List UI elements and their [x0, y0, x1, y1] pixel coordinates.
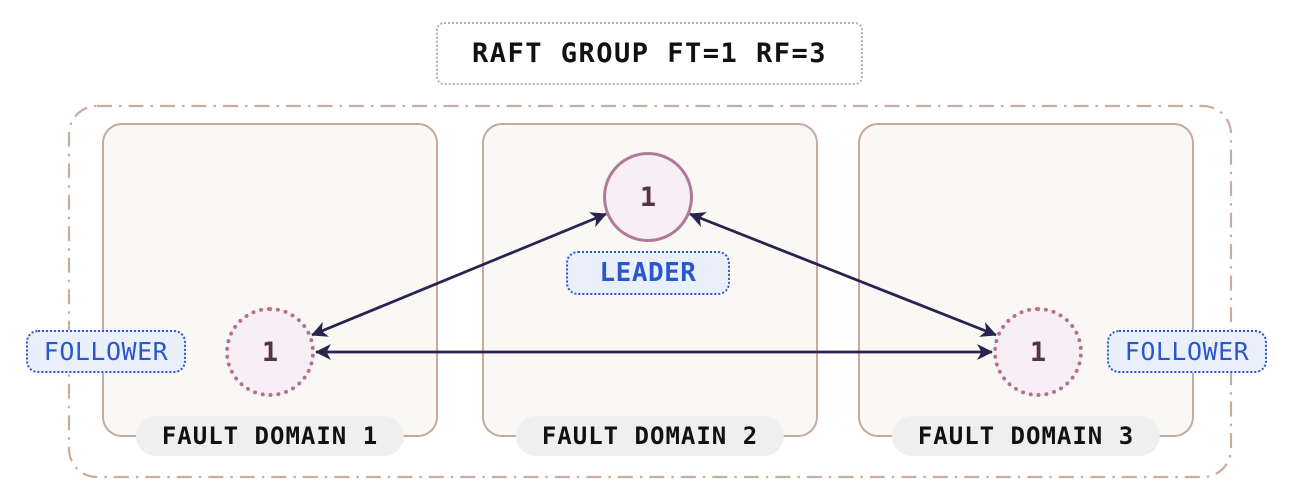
diagram-title: RAFT GROUP FT=1 RF=3	[471, 38, 828, 69]
fault-domain-3-label: FAULT DOMAIN 3	[891, 416, 1161, 456]
follower-right-role-label: FOLLOWER	[1107, 330, 1267, 373]
leader-node-value: 1	[639, 181, 657, 213]
follower-right-node-value: 1	[1029, 336, 1047, 368]
follower-right-node: 1	[993, 307, 1083, 397]
diagram-title-box: RAFT GROUP FT=1 RF=3	[436, 22, 863, 85]
leader-role-label: LEADER	[566, 251, 730, 295]
fault-domain-1-label: FAULT DOMAIN 1	[135, 416, 405, 456]
leader-node: 1	[603, 152, 693, 242]
follower-left-role-label: FOLLOWER	[26, 330, 186, 373]
fault-domain-2-label: FAULT DOMAIN 2	[515, 416, 785, 456]
follower-left-node: 1	[225, 307, 315, 397]
follower-left-node-value: 1	[261, 336, 279, 368]
